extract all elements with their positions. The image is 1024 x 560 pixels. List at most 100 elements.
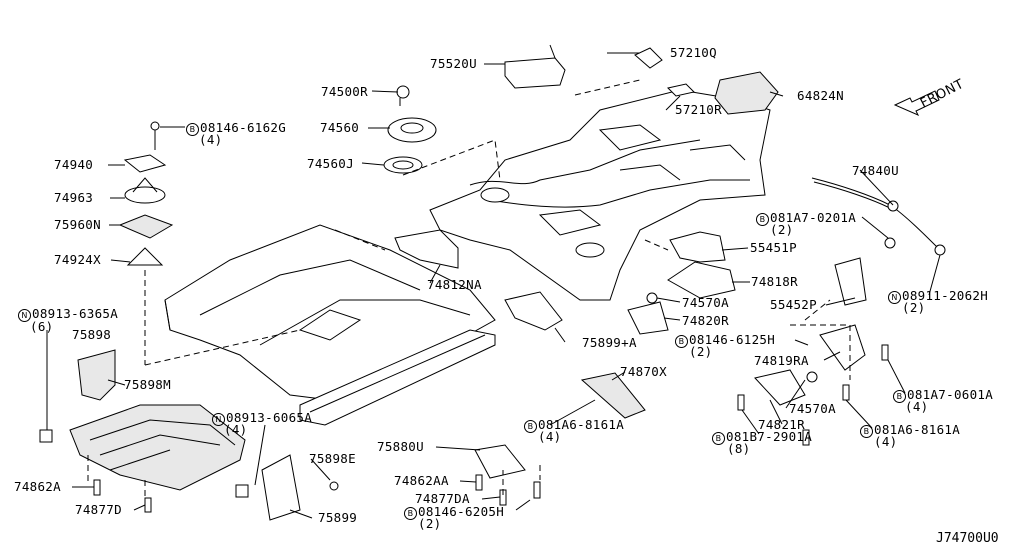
label-75898e: 75898E (309, 451, 356, 466)
part-number: 081A6-8161A (538, 417, 625, 432)
label-64824n: 64824N (797, 88, 844, 103)
diagram-reference-code: J74700U0 (936, 531, 999, 546)
bolt-marker: B (524, 420, 537, 433)
part-number: 081A7-0601A (907, 387, 994, 402)
bracket-75520u (504, 44, 566, 89)
bolt-marker: B (893, 390, 906, 403)
bolt-marker: B (756, 213, 769, 226)
qty-08913-6365a: (6) (30, 319, 54, 334)
label-74877d: 74877D (75, 502, 122, 517)
bracket-75899 (261, 454, 339, 521)
bolt-marker: B (186, 123, 199, 136)
rear-floor-panel (429, 89, 771, 301)
brackets-55452p-74819ra (804, 257, 867, 371)
label-74821r: 74821R (758, 417, 805, 432)
label-75960n: 75960N (54, 217, 101, 232)
part-number: 081A6-8161A (874, 422, 961, 437)
bolt-marker: B (860, 425, 873, 438)
assembly-dashed-lines (87, 79, 851, 500)
qty-081a6-8161a-left: (4) (538, 429, 562, 444)
label-55452p: 55452P (770, 297, 817, 312)
bolt-marker: B (675, 335, 688, 348)
splash-guard-75898 (77, 349, 116, 401)
nut-marker: N (212, 413, 225, 426)
label-74500r: 74500R (321, 84, 368, 99)
label-74877da: 74877DA (415, 491, 470, 506)
bracket-74821r (754, 369, 818, 406)
bracket-74820r (627, 292, 669, 335)
front-arrow (893, 90, 940, 117)
qty-081a7-0201a: (2) (770, 222, 794, 237)
label-74818r: 74818R (751, 274, 798, 289)
label-74560j: 74560J (307, 156, 354, 171)
part-number: 081A7-0201A (770, 210, 857, 225)
label-74560: 74560 (320, 120, 360, 135)
jack-up-plate-parts (383, 85, 437, 174)
part-number: 081B7-2901A (726, 429, 813, 444)
part-number: 08146-6162G (200, 120, 287, 135)
bolts (39, 344, 889, 513)
brackets-55451p-74818r (667, 231, 736, 299)
bracket-75899a (504, 291, 563, 331)
part-number: 08913-6365A (32, 306, 119, 321)
leader-lines (46, 52, 941, 519)
qty-08911-2062h: (2) (902, 300, 926, 315)
qty-08913-6065a: (4) (224, 422, 248, 437)
label-74924x: 74924X (54, 252, 101, 267)
label-74570a-lower: 74570A (789, 401, 836, 416)
part-number: 08146-6125H (689, 332, 776, 347)
label-55451p: 55451P (750, 240, 797, 255)
qty-08146-6125h: (2) (689, 344, 713, 359)
crossmember-74812na (394, 229, 459, 269)
label-75880u: 75880U (377, 439, 424, 454)
label-74870x: 74870X (620, 364, 667, 379)
label-74840u: 74840U (852, 163, 899, 178)
side-sill (299, 329, 496, 426)
nut-marker: N (18, 309, 31, 322)
qty-08146-6162g: (4) (199, 132, 223, 147)
label-74812na: 74812NA (427, 277, 482, 292)
bracket-75880u (474, 444, 526, 479)
bolt-marker: B (712, 432, 725, 445)
spare-tire-parts (634, 47, 779, 115)
label-75899a: 75899+A (582, 335, 637, 350)
bolt-marker: B (404, 507, 417, 520)
label-75898: 75898 (72, 327, 112, 342)
label-74862a: 74862A (14, 479, 61, 494)
label-74820r: 74820R (682, 313, 729, 328)
label-74570a-upper: 74570A (682, 295, 729, 310)
label-74819ra: 74819RA (754, 353, 809, 368)
label-74963: 74963 (54, 190, 94, 205)
qty-081b7-2901a: (8) (727, 441, 751, 456)
shift-boot-parts (118, 121, 174, 266)
bracket-74870x (580, 372, 646, 419)
label-57210r: 57210R (675, 102, 722, 117)
part-number: 08146-6205H (418, 504, 505, 519)
label-57210q: 57210Q (670, 45, 717, 60)
engine-under-cover (69, 404, 246, 491)
nut-marker: N (888, 291, 901, 304)
label-75899: 75899 (318, 510, 358, 525)
qty-08146-6205h: (2) (418, 516, 442, 531)
cable-74840u (811, 177, 946, 256)
part-number: 08913-6065A (226, 410, 313, 425)
qty-081a7-0601a: (4) (905, 399, 929, 414)
label-74862aa: 74862AA (394, 473, 449, 488)
label-75520u: 75520U (430, 56, 477, 71)
label-75898m: 75898M (124, 377, 171, 392)
qty-081a6-8161a-right: (4) (874, 434, 898, 449)
label-74940: 74940 (54, 157, 94, 172)
part-number: 08911-2062H (902, 288, 989, 303)
